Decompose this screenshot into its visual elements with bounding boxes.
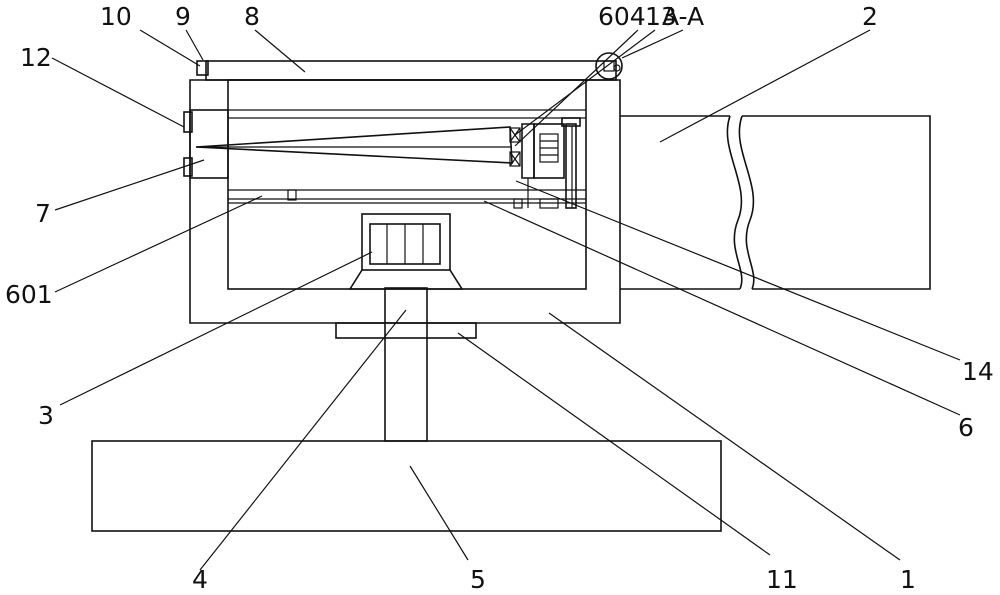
bearing-upper	[509, 127, 521, 143]
left-end-plate	[183, 111, 193, 133]
section-marker-inner	[603, 60, 615, 72]
bearing-lower	[509, 151, 521, 167]
label-4: 4	[192, 565, 208, 594]
control-stand	[348, 269, 464, 290]
inner-cavity	[227, 79, 587, 290]
label-601: 601	[5, 280, 53, 309]
bearing-lower-cross	[509, 151, 521, 167]
break-line-left	[726, 115, 743, 290]
label-5: 5	[470, 565, 486, 594]
outer-housing	[189, 79, 621, 324]
label-1: 1	[900, 565, 916, 594]
section-label: A-A	[662, 2, 704, 31]
label-2: 2	[862, 2, 878, 31]
rail-stop	[287, 189, 297, 201]
support-column	[384, 287, 428, 442]
guide-foot	[539, 198, 559, 209]
label-11: 11	[766, 565, 798, 594]
section-marker-dot	[613, 64, 621, 72]
top-left-block	[196, 60, 209, 76]
break-line-right	[738, 115, 755, 290]
left-end-block	[189, 109, 229, 179]
label-14: 14	[962, 357, 994, 386]
label-3: 3	[38, 401, 54, 430]
label-8: 8	[244, 2, 260, 31]
section-marker-circle	[595, 52, 623, 80]
guide-post	[565, 123, 577, 209]
base-platform	[91, 440, 722, 532]
mount-flange	[335, 322, 477, 339]
tapered-rod	[195, 126, 513, 164]
control-box	[361, 213, 451, 271]
label-12: 12	[20, 43, 52, 72]
label-10: 10	[100, 2, 132, 31]
label-9: 9	[175, 2, 191, 31]
extension-arm-far	[742, 115, 931, 290]
leader-lines	[51, 29, 961, 571]
label-6: 6	[958, 413, 974, 442]
guide-foot-2	[513, 198, 523, 209]
motor-body	[533, 123, 565, 179]
extension-arm	[620, 115, 740, 290]
top-cover	[205, 60, 617, 81]
label-604: 604	[598, 2, 646, 31]
motor-bracket	[521, 123, 535, 179]
guide-knob	[561, 117, 581, 127]
label-7: 7	[35, 199, 51, 228]
label-13: 13	[645, 2, 677, 31]
